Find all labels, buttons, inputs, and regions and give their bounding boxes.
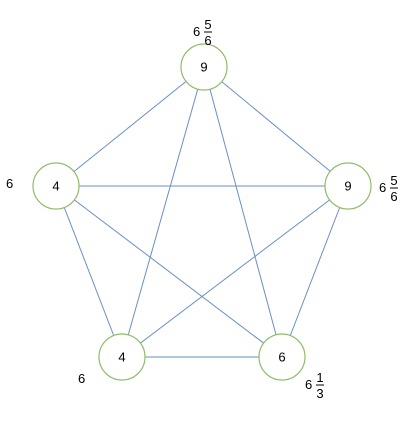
nodes-layer: 9 4 9 4 6 — [32, 43, 372, 381]
node-circle — [258, 333, 306, 381]
node-value: 6 — [278, 350, 285, 365]
label-numerator: 1 — [316, 370, 323, 385]
node-right[interactable]: 9 — [324, 162, 372, 210]
edge-right-bottom-left — [121, 185, 349, 358]
node-bottom-right[interactable]: 6 — [258, 333, 306, 381]
edge-right-bottom-right — [281, 185, 349, 358]
node-top[interactable]: 9 — [180, 43, 228, 91]
label-whole: 6 — [305, 377, 312, 392]
node-value: 4 — [118, 350, 125, 365]
node-value: 9 — [200, 60, 207, 75]
node-label-left: 6 — [6, 176, 13, 191]
edge-top-bottom-left — [121, 66, 205, 358]
label-whole: 6 — [193, 24, 200, 39]
node-circle — [98, 333, 146, 381]
node-value: 9 — [344, 179, 351, 194]
edge-left-bottom-right — [55, 185, 283, 358]
node-bottom-left[interactable]: 4 — [98, 333, 146, 381]
node-left[interactable]: 4 — [32, 162, 80, 210]
edges-layer — [55, 66, 349, 358]
label-whole: 6 — [78, 371, 85, 386]
label-whole: 6 — [379, 180, 386, 195]
node-circle — [324, 162, 372, 210]
label-numerator: 5 — [204, 17, 211, 32]
node-label-bottom-left: 6 — [78, 371, 85, 386]
edge-left-bottom-left — [55, 185, 123, 358]
edge-top-right — [203, 66, 349, 187]
label-whole: 6 — [6, 176, 13, 191]
edge-top-bottom-right — [203, 66, 283, 358]
label-denominator: 6 — [204, 33, 211, 48]
edge-top-left — [55, 66, 205, 187]
node-value: 4 — [52, 179, 59, 194]
label-denominator: 6 — [390, 189, 397, 204]
node-circle — [180, 43, 228, 91]
node-circle — [32, 162, 80, 210]
label-numerator: 5 — [390, 173, 397, 188]
label-denominator: 3 — [316, 386, 323, 401]
